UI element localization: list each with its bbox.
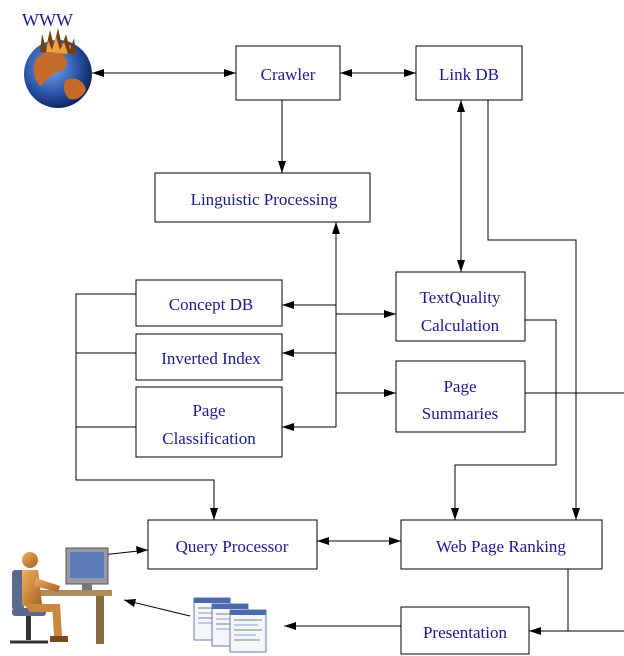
www-label: WWW [22, 10, 73, 30]
linguistic-processing-node: Linguistic Processing [154, 172, 371, 223]
result-pages-icon [193, 597, 267, 653]
user-at-computer-icon [10, 547, 112, 644]
edge-textquality-ranking [454, 319, 557, 520]
query-processor-node: Query Processor [147, 519, 318, 570]
link-db-box [415, 45, 523, 101]
textquality-line1: TextQuality [420, 288, 501, 307]
textquality-line2: Calculation [421, 316, 500, 335]
edge-linkdb-ranking [487, 100, 577, 520]
web-page-ranking-box [400, 519, 603, 570]
concept-db-label: Concept DB [169, 295, 254, 314]
concept-db-box [135, 279, 283, 327]
page-summaries-node: Page Summaries [395, 360, 526, 433]
arrowheads [92, 69, 580, 635]
inverted-index-box [135, 333, 283, 381]
query-processor-label: Query Processor [176, 537, 289, 556]
page-summaries-line1: Page [443, 377, 476, 396]
edge-left-bus [75, 293, 215, 520]
crawler-node: Crawler [235, 45, 341, 101]
web-page-ranking-label: Web Page Ranking [436, 537, 566, 556]
crawler-label: Crawler [261, 65, 316, 84]
link-db-label: Link DB [439, 65, 499, 84]
inverted-index-label: Inverted Index [161, 349, 261, 368]
presentation-node: Presentation [400, 606, 530, 655]
page-classification-box [135, 386, 283, 458]
inverted-index-node: Inverted Index [135, 333, 283, 381]
page-classification-line2: Classification [162, 429, 256, 448]
presentation-label: Presentation [423, 623, 508, 642]
page-classification-node: Page Classification [135, 386, 283, 458]
linguistic-processing-box [154, 172, 371, 223]
concept-db-node: Concept DB [135, 279, 283, 327]
link-db-node: Link DB [415, 45, 523, 101]
textquality-calculation-node: TextQuality Calculation [395, 271, 526, 342]
web-page-ranking-node: Web Page Ranking [400, 519, 603, 570]
presentation-box [400, 606, 530, 655]
query-processor-box [147, 519, 318, 570]
edge-ranking-presentation [529, 569, 569, 632]
linguistic-processing-label: Linguistic Processing [191, 190, 338, 209]
page-summaries-box [395, 360, 526, 433]
www-globe-icon [24, 28, 92, 108]
page-classification-line1: Page [192, 401, 225, 420]
textquality-calculation-box [395, 271, 526, 342]
page-summaries-line2: Summaries [422, 404, 499, 423]
